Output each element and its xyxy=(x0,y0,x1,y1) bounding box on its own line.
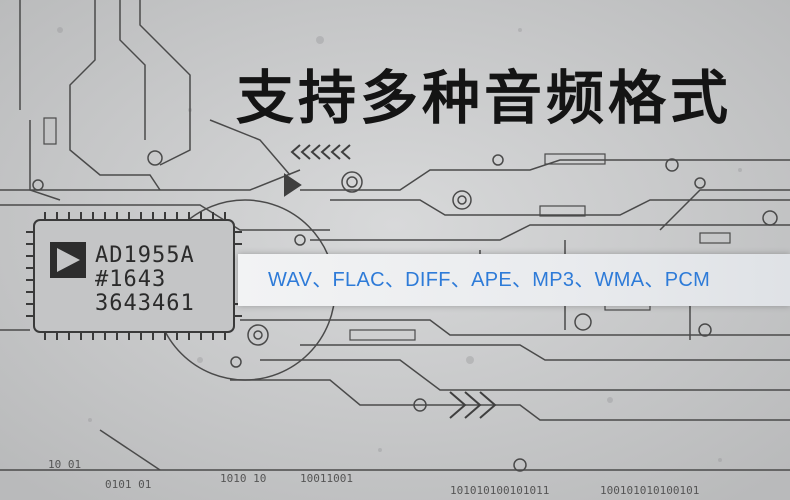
chip-marking-line2: #1643 xyxy=(95,267,167,292)
chip-marking-line1: AD1955A xyxy=(95,243,195,268)
circuit-traces xyxy=(0,0,790,472)
pcb-label: 1010 10 xyxy=(220,472,267,485)
audio-dac-chip xyxy=(26,212,242,340)
supported-formats-text: WAV、FLAC、DIFF、APE、MP3、WMA、PCM xyxy=(268,269,711,291)
chip-marking-line3: 3643461 xyxy=(95,291,195,316)
pcb-label: 10011001 xyxy=(300,472,353,485)
grunge-texture xyxy=(57,27,742,462)
pcb-label: 101010100101011 xyxy=(450,484,550,497)
pcb-label: 100101010100101 xyxy=(600,484,700,497)
formats-banner: WAV、FLAC、DIFF、APE、MP3、WMA、PCM xyxy=(238,254,790,306)
page-title: 支持多种音频格式 xyxy=(236,64,733,132)
pcb-label: 0101 01 xyxy=(105,478,152,491)
pcb-label: 10 01 xyxy=(48,458,82,471)
arrow-marks xyxy=(284,144,497,419)
